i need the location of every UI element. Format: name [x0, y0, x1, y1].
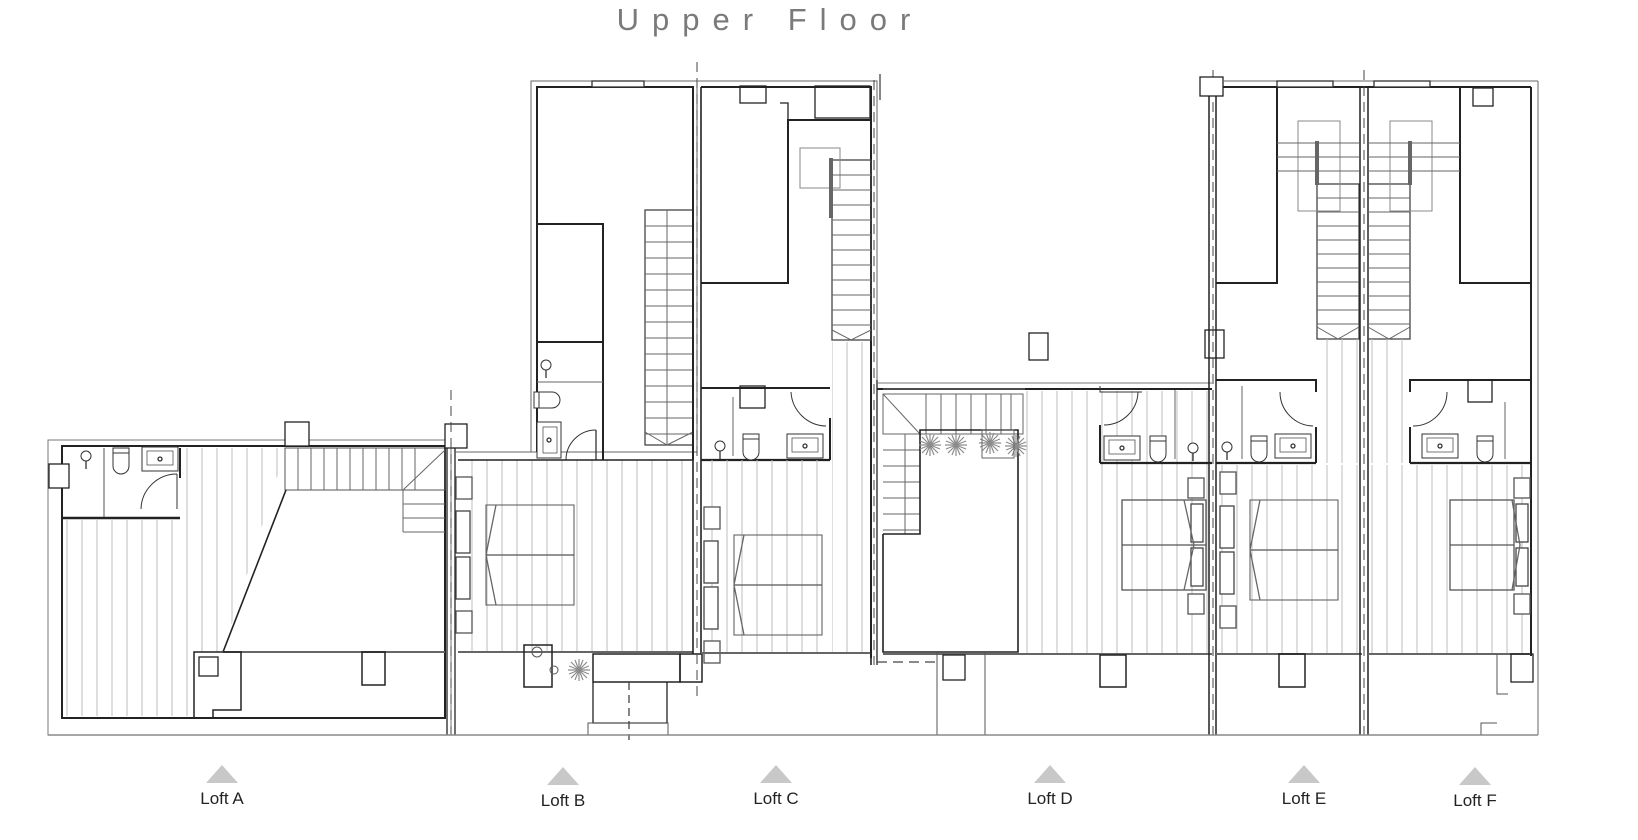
triangle-marker-icon: [206, 765, 238, 783]
loft-c-plan: [697, 74, 881, 664]
loft-e-marker[interactable]: Loft E: [1264, 765, 1344, 809]
loft-b-label: Loft B: [540, 791, 586, 810]
loft-d-label: Loft D: [1027, 789, 1073, 808]
loft-d-marker[interactable]: Loft D: [1010, 765, 1090, 809]
loft-a-marker[interactable]: Loft A: [182, 765, 262, 809]
triangle-marker-icon: [1459, 767, 1491, 785]
triangle-marker-icon: [760, 765, 792, 783]
page-title: Upper Floor: [616, 2, 924, 37]
loft-e-label: Loft E: [1281, 789, 1327, 808]
loft-f-marker[interactable]: Loft F: [1435, 767, 1515, 811]
triangle-marker-icon: [547, 767, 579, 785]
loft-e-plan: [1199, 70, 1538, 735]
loft-f-label: Loft F: [1453, 791, 1497, 810]
triangle-marker-icon: [1288, 765, 1320, 783]
loft-f-plan: [1359, 70, 1539, 735]
loft-b-marker[interactable]: Loft B: [523, 767, 603, 811]
loft-a-label: Loft A: [200, 789, 244, 808]
loft-d-plan: [870, 80, 1225, 735]
loft-a-plan: [47, 390, 468, 736]
loft-b-plan: [455, 62, 703, 740]
triangle-marker-icon: [1034, 765, 1066, 783]
loft-c-label: Loft C: [753, 789, 799, 808]
loft-c-marker[interactable]: Loft C: [736, 765, 816, 809]
